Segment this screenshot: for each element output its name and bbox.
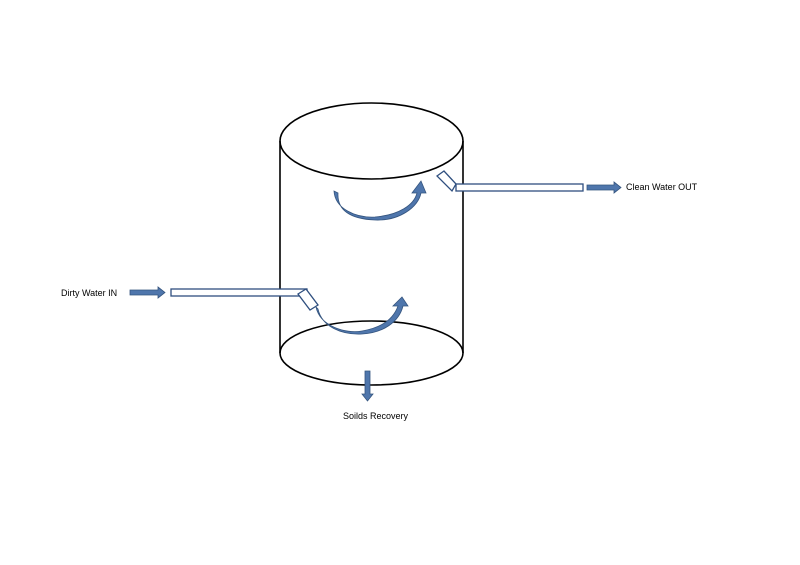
lower-swirl-arrow-icon [315,296,409,335]
outlet-pipe-straight [455,183,584,192]
tank-bottom-ellipse [279,320,464,386]
tank-top-ellipse [279,102,464,180]
solids-down-arrow-icon [361,370,374,402]
inlet-pipe [170,288,319,311]
outlet-pipe [435,170,584,193]
clean-water-out-label: Clean Water OUT [626,182,698,192]
inlet-pipe-elbow [297,288,319,311]
dirty-water-in-label: Dirty Water IN [61,288,118,298]
outlet-pipe-elbow [435,170,457,193]
outlet-arrow-icon [586,181,622,194]
upper-swirl-arrow-icon [333,180,427,221]
inlet-arrow-icon [129,286,166,299]
solids-recovery-label: Soilds Recovery [343,411,409,421]
tank [279,102,464,386]
inlet-pipe-straight [170,288,308,297]
